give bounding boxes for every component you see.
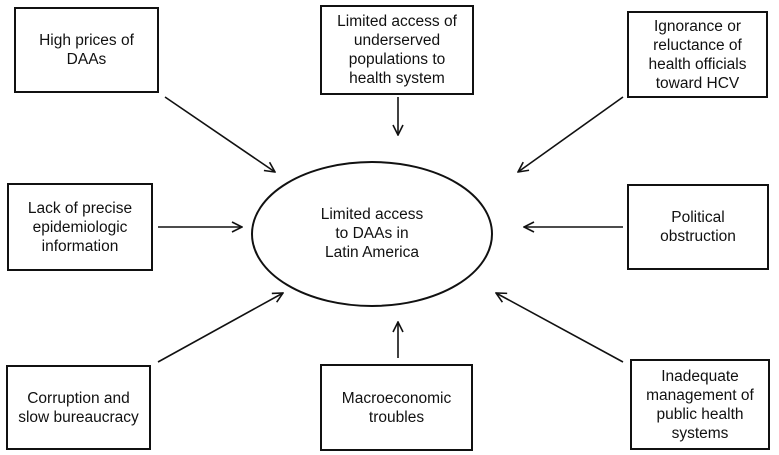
factor-label: Inadequate management of public health s… — [646, 367, 754, 442]
factor-box-macroeconomic: Macroeconomic troubles — [320, 364, 473, 451]
arrow-inadequate-management — [496, 293, 624, 363]
factor-label: Limited access of underserved population… — [337, 13, 457, 87]
factor-box-inadequate-management: Inadequate management of public health s… — [630, 359, 770, 450]
factor-label: Lack of precise epidemiologic informatio… — [27, 199, 133, 255]
arrow-corruption — [157, 293, 283, 363]
center-ellipse — [251, 161, 493, 307]
factor-box-ignorance-officials: Ignorance or reluctance of health offici… — [627, 11, 768, 98]
factor-label: Ignorance or reluctance of health offici… — [648, 17, 747, 92]
factor-box-underserved-access: Limited access of underserved population… — [320, 5, 474, 95]
factor-label: Corruption and slow bureaucracy — [18, 389, 139, 426]
factor-label: Political obstruction — [660, 209, 736, 245]
factor-box-high-prices: High prices of DAAs — [14, 7, 159, 93]
factor-label: Macroeconomic troubles — [341, 389, 452, 426]
arrow-high-prices — [164, 96, 275, 172]
factor-label: High prices of DAAs — [39, 32, 134, 68]
arrow-ignorance-officials — [518, 96, 624, 172]
center-label: Limited access to DAAs in Latin America — [320, 205, 424, 261]
factor-box-corruption: Corruption and slow bureaucracy — [6, 365, 151, 450]
factor-box-epidemiologic-info: Lack of precise epidemiologic informatio… — [7, 183, 153, 271]
factor-box-political-obstruction: Political obstruction — [627, 184, 769, 270]
